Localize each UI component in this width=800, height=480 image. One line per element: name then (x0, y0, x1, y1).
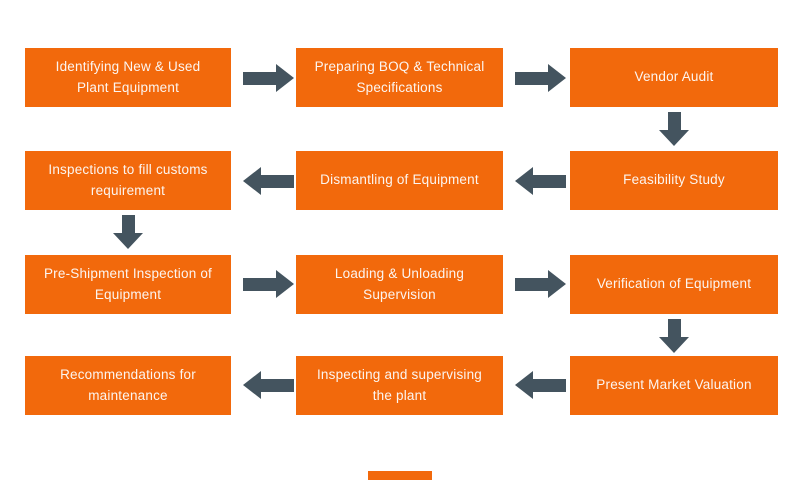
arrow-shaft (533, 174, 566, 188)
flow-step-loading-unloading-supervision: Loading & Unloading Supervision (296, 255, 503, 314)
arrow-head-right-icon (276, 64, 294, 92)
flow-step-inspecting-and-supervising-the-plant: Inspecting and supervising the plant (296, 356, 503, 415)
arrow-head-right-icon (276, 270, 294, 298)
arrow-right-loading-to-verification (515, 270, 566, 298)
arrow-right-boq-to-vendor-audit (515, 64, 566, 92)
arrow-shaft (515, 71, 548, 85)
arrow-head-left-icon (515, 371, 533, 399)
arrow-down-inspections-to-pre-shipment (113, 215, 143, 249)
arrow-shaft (243, 71, 276, 85)
arrow-shaft (243, 277, 276, 291)
arrow-left-dismantling-to-inspections (243, 167, 294, 195)
arrow-head-left-icon (243, 167, 261, 195)
arrow-shaft (667, 319, 681, 337)
flow-step-feasibility-study: Feasibility Study (570, 151, 778, 210)
flow-step-present-market-valuation: Present Market Valuation (570, 356, 778, 415)
flow-step-preparing-boq-technical-specifications: Preparing BOQ & Technical Specifications (296, 48, 503, 107)
arrow-head-down-icon (659, 130, 689, 146)
arrow-right-pre-shipment-to-loading (243, 270, 294, 298)
arrow-shaft (261, 378, 294, 392)
arrow-head-right-icon (548, 270, 566, 298)
flow-step-dismantling-of-equipment: Dismantling of Equipment (296, 151, 503, 210)
arrow-left-inspecting-to-recommendations (243, 371, 294, 399)
arrow-down-vendor-audit-to-feasibility-study (659, 112, 689, 146)
arrow-left-valuation-to-inspecting (515, 371, 566, 399)
arrow-shaft (533, 378, 566, 392)
arrow-head-left-icon (515, 167, 533, 195)
flow-step-verification-of-equipment: Verification of Equipment (570, 255, 778, 314)
arrow-head-right-icon (548, 64, 566, 92)
arrow-head-left-icon (243, 371, 261, 399)
arrow-right-identifying-to-boq (243, 64, 294, 92)
arrow-left-feasibility-to-dismantling (515, 167, 566, 195)
arrow-down-verification-to-market-valuation (659, 319, 689, 353)
arrow-shaft (261, 174, 294, 188)
arrow-head-down-icon (659, 337, 689, 353)
flow-step-vendor-audit: Vendor Audit (570, 48, 778, 107)
partial-flow-step-clipped-bottom (368, 471, 432, 480)
flow-step-recommendations-for-maintenance: Recommendations for maintenance (25, 356, 231, 415)
arrow-head-down-icon (113, 233, 143, 249)
arrow-shaft (515, 277, 548, 291)
flow-step-pre-shipment-inspection-of-equipment: Pre-Shipment Inspection of Equipment (25, 255, 231, 314)
flow-step-identifying-new-used-plant-equipment: Identifying New & Used Plant Equipment (25, 48, 231, 107)
flow-step-inspections-to-fill-customs-requirement: Inspections to fill customs requirement (25, 151, 231, 210)
arrow-shaft (121, 215, 135, 233)
arrow-shaft (667, 112, 681, 130)
